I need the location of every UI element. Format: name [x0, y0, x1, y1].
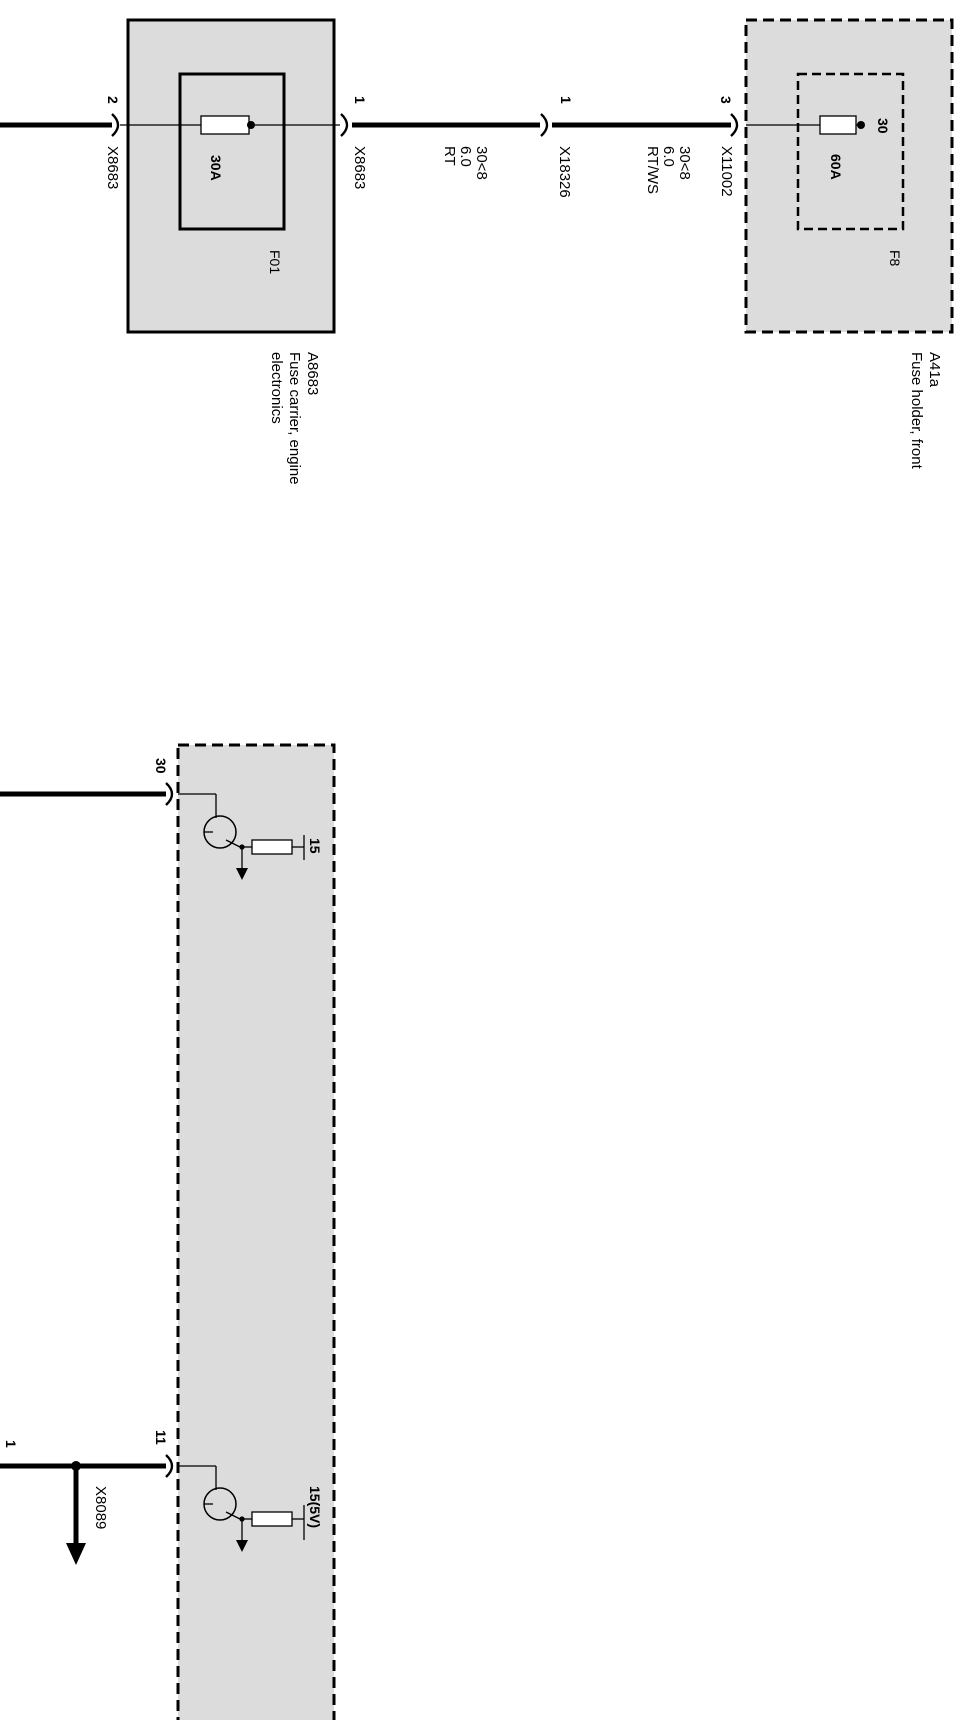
control-unit-housing [176, 743, 336, 1720]
wire-spec-rt-ws-size: 6.0 [660, 146, 677, 167]
connector-label-x8683-in: X8683 [351, 146, 368, 189]
resistor-icon [251, 839, 293, 855]
wire-spec-rt-size: 6.0 [457, 146, 474, 167]
fuse-f8-frame [796, 72, 905, 231]
connector-x11002-symbol [730, 113, 739, 137]
connector-x8683-pin1-symbol [340, 113, 349, 137]
wire-run-top [0, 113, 739, 137]
wire-spec-rt-ws-circuit: 30<8 [676, 146, 693, 180]
connector-label-x11002: X11002 [718, 146, 735, 197]
wire-spec-rt-ws: 30<8 6.0 RT/WS [644, 146, 693, 194]
fuse-holder-front-name: Fuse holder, front [908, 352, 925, 470]
fuse-f8-symbol [819, 115, 857, 135]
fuse-f8-label: F8 [887, 250, 903, 267]
pin-label-x8683-in: 1 [352, 96, 368, 104]
fuse-carrier-engine-name-2: electronics [268, 352, 285, 424]
connector-label-x18326: X18326 [556, 146, 573, 198]
pin-label-edge: 1 [3, 1440, 19, 1448]
fuse-holder-front-id: A41a [926, 352, 943, 388]
pin-label-30: 30 [153, 758, 169, 774]
wire-spec-rt-color: RT [441, 146, 458, 166]
connector-x8683-pin2-symbol [111, 113, 120, 137]
stage-30-emitter [225, 839, 241, 848]
output-stage-30: 30 15 [0, 758, 323, 880]
fuse-holder-front: 30 60A F8 A41a Fuse holder, front [744, 18, 954, 470]
connector-pin-11-symbol [165, 1454, 174, 1478]
connector-x18326-symbol [540, 113, 549, 137]
output-stage-11: 11 15(5V) [0, 1430, 323, 1552]
wire-spec-rt-ws-color: RT/WS [644, 146, 661, 194]
pin-label-11: 11 [153, 1430, 169, 1445]
fuse-f8-terminal-label: 30 [875, 118, 891, 134]
connector-label-x8089: X8089 [92, 1486, 109, 1529]
fuse-f01-frame [178, 72, 286, 231]
pin-label-x18326: 1 [558, 96, 574, 104]
arrow-down-icon [66, 1543, 86, 1565]
fuse-f8-rating: 60A [828, 154, 844, 180]
fuse-f01-symbol [200, 115, 250, 135]
fuse-f01-label: F01 [267, 250, 283, 274]
pin-label-x11002: 3 [718, 96, 734, 104]
fuse-f8-terminal-dot [857, 121, 865, 129]
supply-label-15-5v: 15(5V) [307, 1486, 323, 1528]
supply-label-15: 15 [307, 838, 323, 854]
ground-arrow-icon-2 [236, 1540, 248, 1552]
fuse-carrier-engine-name-1: Fuse carrier, engine [286, 352, 303, 485]
fuse-f01-terminal-dot [247, 121, 255, 129]
branch-x8089: X8089 [66, 1461, 109, 1565]
connector-pin-30-symbol [165, 782, 174, 806]
wire-spec-rt: 30<8 6.0 RT [441, 146, 490, 180]
resistor-icon-2 [251, 1511, 293, 1527]
fuse-holder-front-housing [744, 18, 954, 334]
ground-arrow-icon [236, 868, 248, 880]
connector-label-x8683-out: X8683 [104, 146, 121, 189]
fuse-carrier-engine: 30A F01 A8683 Fuse carrier, engine elect… [120, 18, 340, 485]
fuse-carrier-engine-id: A8683 [304, 352, 321, 395]
control-unit: 30 15 11 [0, 743, 336, 1720]
stage-11-emitter [225, 1511, 241, 1520]
wire-spec-rt-circuit: 30<8 [473, 146, 490, 180]
pin-label-x8683-out: 2 [105, 96, 121, 104]
fuse-f01-rating: 30A [208, 155, 224, 181]
